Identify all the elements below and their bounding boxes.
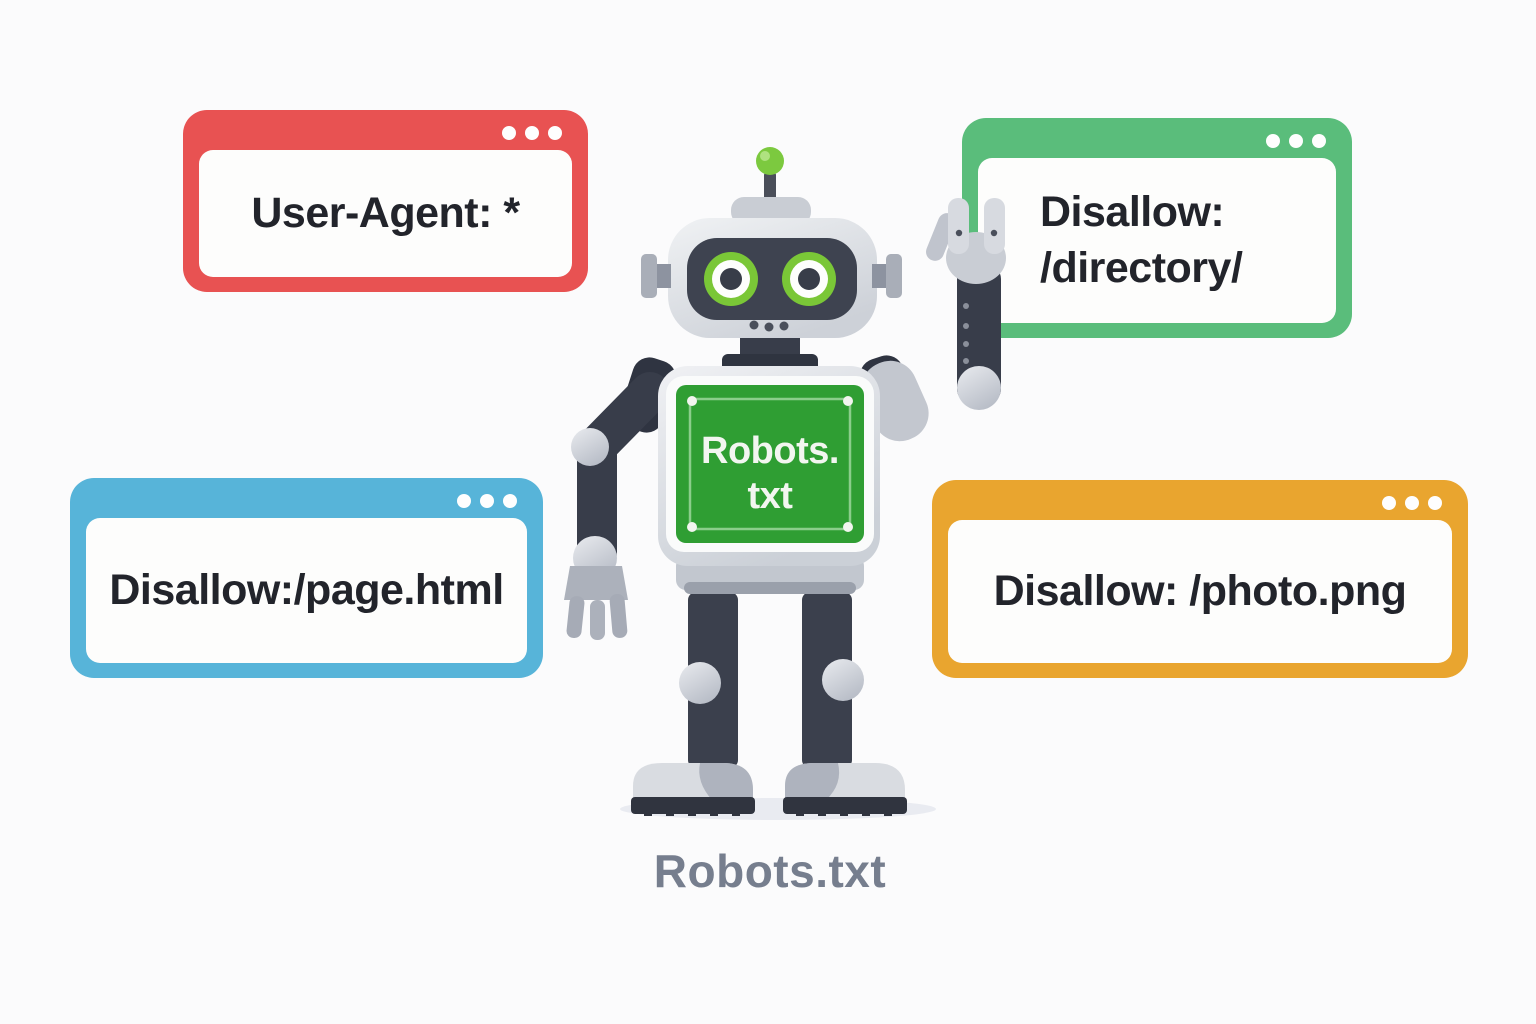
window-dot-icon (1428, 496, 1442, 510)
disallow-photo-rule-text: Disallow: /photo.png (993, 566, 1407, 615)
window-body: User-Agent: * (199, 150, 572, 277)
window-dot-icon (502, 126, 516, 140)
disallow-photo-window: Disallow: /photo.png (932, 480, 1468, 678)
robot-right-arm (860, 198, 1006, 442)
robot-eyes (704, 252, 836, 306)
user-agent-window: User-Agent: * (183, 110, 588, 292)
window-dot-icon (548, 126, 562, 140)
window-dots-icon (502, 126, 562, 140)
chest-screen-line1: Robots. (701, 430, 839, 472)
robots-txt-caption: Robots.txt (653, 845, 887, 897)
chest-screen-line2: txt (748, 475, 794, 517)
window-dot-icon (1266, 134, 1280, 148)
window-dots-icon (1266, 134, 1326, 148)
robot-feet (631, 763, 907, 816)
disallow-page-rule-text: Disallow:/page.html (109, 565, 504, 614)
robot-legs (679, 592, 864, 768)
robot-head (641, 147, 902, 338)
window-body: Disallow: /directory/ (978, 158, 1336, 323)
robot-ears (641, 254, 902, 298)
window-dot-icon (480, 494, 494, 508)
robot-illustration: Robots. txt (564, 147, 1006, 820)
window-dot-icon (1382, 496, 1396, 510)
disallow-directory-line1: Disallow: (1040, 187, 1225, 236)
disallow-page-window: Disallow:/page.html (70, 478, 543, 678)
robot-claw-hand (926, 198, 1006, 284)
window-dots-icon (457, 494, 517, 508)
window-dot-icon (1312, 134, 1326, 148)
robot-chest-screen: Robots. txt (666, 376, 874, 552)
window-body: Disallow:/page.html (86, 518, 527, 663)
window-body: Disallow: /photo.png (948, 520, 1452, 663)
disallow-directory-window: Disallow: /directory/ (962, 118, 1352, 338)
window-dot-icon (1289, 134, 1303, 148)
window-dot-icon (503, 494, 517, 508)
antenna-stem (764, 172, 776, 204)
disallow-directory-line2: /directory/ (1040, 243, 1243, 292)
boot-treads (644, 812, 892, 816)
window-dot-icon (1405, 496, 1419, 510)
user-agent-rule-text: User-Agent: * (251, 188, 520, 237)
robot-mouth-dots (749, 320, 789, 332)
window-dot-icon (525, 126, 539, 140)
window-dot-icon (457, 494, 471, 508)
antenna-ball-icon (756, 147, 784, 175)
window-dots-icon (1382, 496, 1442, 510)
